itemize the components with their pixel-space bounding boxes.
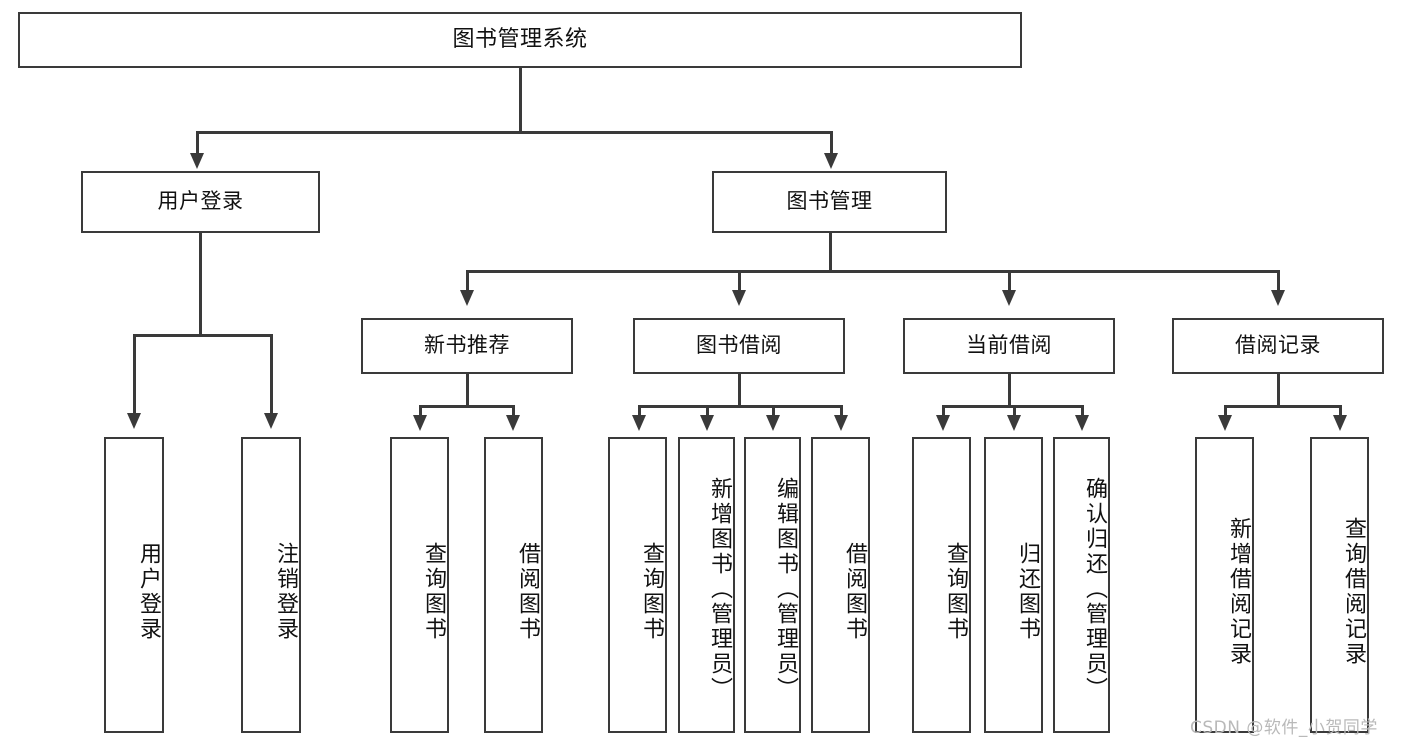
node-book-management[interactable]: 图书管理 bbox=[712, 171, 947, 233]
leaf-current-confirm-return-admin[interactable]: 确认归还（管理员） bbox=[1053, 437, 1110, 733]
connector-current-to-c1 bbox=[1013, 405, 1016, 419]
connector-root-stem bbox=[519, 68, 522, 132]
arrowhead-borrow-to-c1 bbox=[700, 415, 714, 431]
connector-current-to-c2 bbox=[1081, 405, 1084, 419]
connector-bookmgmt-bus bbox=[466, 270, 1280, 273]
connector-borrow-bus bbox=[638, 405, 842, 408]
arrowhead-record-to-c0 bbox=[1218, 415, 1232, 431]
connector-borrow-to-c0 bbox=[638, 405, 641, 419]
arrowhead-record-to-c1 bbox=[1333, 415, 1347, 431]
leaf-logout[interactable]: 注销登录 bbox=[241, 437, 301, 733]
watermark-csdn: CSDN @软件_小贺同学 bbox=[1190, 718, 1378, 738]
leaf-borrow-edit-book-admin[interactable]: 编辑图书（管理员） bbox=[744, 437, 801, 733]
connector-record-to-c0 bbox=[1224, 405, 1227, 419]
connector-current-stem bbox=[1008, 374, 1011, 407]
arrowhead-recommend-to-c0 bbox=[413, 415, 427, 431]
connector-record-bus bbox=[1224, 405, 1341, 408]
connector-bookmgmt-stem bbox=[829, 233, 832, 272]
leaf-recommend-query-book[interactable]: 查询图书 bbox=[390, 437, 449, 733]
leaf-borrow-query-book[interactable]: 查询图书 bbox=[608, 437, 667, 733]
leaf-record-query-borrow-record[interactable]: 查询借阅记录 bbox=[1310, 437, 1369, 733]
connector-current-bus bbox=[942, 405, 1083, 408]
node-user-login[interactable]: 用户登录 bbox=[81, 171, 320, 233]
arrowhead-root-to-bookmgmt bbox=[824, 153, 838, 169]
node-root-system[interactable]: 图书管理系统 bbox=[18, 12, 1022, 68]
node-current-borrow[interactable]: 当前借阅 bbox=[903, 318, 1115, 374]
arrowhead-bookmgmt-to-g2 bbox=[1002, 290, 1016, 306]
connector-login-to-c1 bbox=[270, 334, 273, 417]
connector-root-bus bbox=[196, 131, 833, 134]
arrowhead-recommend-to-c1 bbox=[506, 415, 520, 431]
connector-login-to-c0 bbox=[133, 334, 136, 417]
connector-borrow-to-c2 bbox=[772, 405, 775, 419]
connector-bookmgmt-to-g1 bbox=[738, 270, 741, 294]
connector-recommend-to-c0 bbox=[419, 405, 422, 419]
leaf-record-add-borrow-record[interactable]: 新增借阅记录 bbox=[1195, 437, 1254, 733]
arrowhead-current-to-c0 bbox=[936, 415, 950, 431]
leaf-borrow-add-book-admin[interactable]: 新增图书（管理员） bbox=[678, 437, 735, 733]
connector-login-bus bbox=[133, 334, 272, 337]
node-book-borrow[interactable]: 图书借阅 bbox=[633, 318, 845, 374]
connector-bookmgmt-to-g2 bbox=[1008, 270, 1011, 294]
connector-current-to-c0 bbox=[942, 405, 945, 419]
connector-borrow-to-c3 bbox=[840, 405, 843, 419]
leaf-current-return-book[interactable]: 归还图书 bbox=[984, 437, 1043, 733]
connector-borrow-stem bbox=[738, 374, 741, 407]
arrowhead-login-to-c1 bbox=[264, 413, 278, 429]
arrowhead-borrow-to-c0 bbox=[632, 415, 646, 431]
arrowhead-root-to-login bbox=[190, 153, 204, 169]
arrowhead-borrow-to-c3 bbox=[834, 415, 848, 431]
connector-login-stem bbox=[199, 233, 202, 336]
arrowhead-bookmgmt-to-g1 bbox=[732, 290, 746, 306]
leaf-user-login[interactable]: 用户登录 bbox=[104, 437, 164, 733]
node-borrow-record[interactable]: 借阅记录 bbox=[1172, 318, 1384, 374]
node-new-book-recommend[interactable]: 新书推荐 bbox=[361, 318, 573, 374]
connector-borrow-to-c1 bbox=[706, 405, 709, 419]
arrowhead-bookmgmt-to-g3 bbox=[1271, 290, 1285, 306]
connector-recommend-bus bbox=[419, 405, 514, 408]
leaf-current-query-book[interactable]: 查询图书 bbox=[912, 437, 971, 733]
arrowhead-bookmgmt-to-g0 bbox=[460, 290, 474, 306]
arrowhead-borrow-to-c2 bbox=[766, 415, 780, 431]
connector-record-stem bbox=[1277, 374, 1280, 407]
leaf-borrow-borrow-book[interactable]: 借阅图书 bbox=[811, 437, 870, 733]
connector-root-to-bookmgmt bbox=[830, 131, 833, 157]
arrowhead-login-to-c0 bbox=[127, 413, 141, 429]
connector-recommend-stem bbox=[466, 374, 469, 407]
leaf-recommend-borrow-book[interactable]: 借阅图书 bbox=[484, 437, 543, 733]
arrowhead-current-to-c1 bbox=[1007, 415, 1021, 431]
arrowhead-current-to-c2 bbox=[1075, 415, 1089, 431]
connector-recommend-to-c1 bbox=[512, 405, 515, 419]
connector-root-to-login bbox=[196, 131, 199, 157]
connector-bookmgmt-to-g3 bbox=[1277, 270, 1280, 294]
connector-record-to-c1 bbox=[1339, 405, 1342, 419]
connector-bookmgmt-to-g0 bbox=[466, 270, 469, 294]
